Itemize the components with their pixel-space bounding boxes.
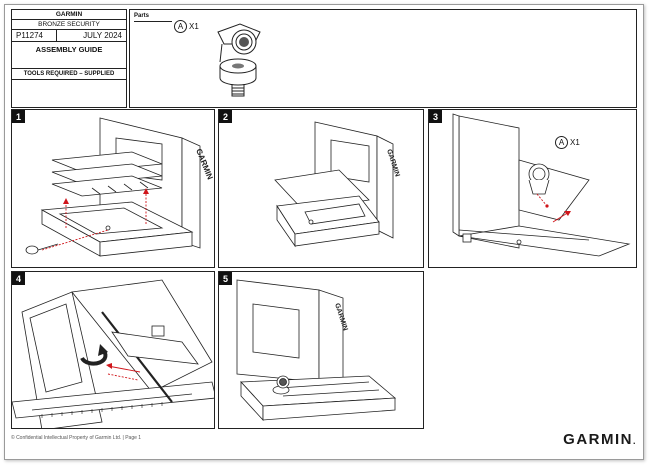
title-block: GARMIN BRONZE SECURITY P11274 JULY 2024 … (11, 9, 127, 69)
step-2-panel: 2 GARMIN (218, 109, 424, 268)
confidential-footer: © Confidential Intellectual Property of … (11, 435, 142, 441)
parts-block: Parts A X1 (129, 9, 637, 108)
logo-text: GARMIN (563, 431, 633, 448)
part-quantity: X1 (570, 138, 580, 147)
garmin-logo: GARMIN. (563, 431, 637, 448)
step-5-illustration: GARMIN (236, 279, 397, 422)
part-letter-badge: A (174, 20, 187, 33)
step-number: 4 (12, 272, 25, 285)
title-ids-row: P11274 JULY 2024 (12, 30, 126, 42)
part-number: P11274 (16, 31, 43, 40)
doc-date: JULY 2024 (83, 31, 122, 40)
step-1-illustration: GARMIN (25, 117, 214, 257)
step-4-panel: 4 (11, 271, 215, 429)
step-1-panel: 1 GARMIN (11, 109, 215, 268)
part-quantity: X1 (189, 22, 199, 31)
security-mount-illustration (217, 23, 261, 97)
step-3-illustration (452, 113, 631, 257)
step-number: 1 (12, 110, 25, 123)
step-number: 2 (219, 110, 232, 123)
assembly-guide-sheet: GARMIN BRONZE SECURITY P11274 JULY 2024 … (4, 4, 644, 460)
step-number: 3 (429, 110, 442, 123)
step-3-part-callout: A X1 (555, 136, 580, 149)
logo-mark: . (632, 436, 637, 446)
step-2-illustration: GARMIN (274, 121, 401, 248)
tools-title: TOOLS REQUIRED – SUPPLIED (12, 69, 126, 80)
step-5-panel: 5 GARMIN (218, 271, 424, 429)
tools-block: TOOLS REQUIRED – SUPPLIED (11, 68, 127, 108)
title-brand: GARMIN (12, 10, 126, 20)
id-separator (56, 30, 57, 41)
step-4-illustration (12, 279, 214, 428)
part-a-label: A X1 (174, 20, 199, 33)
step-3-panel: 3 A X1 (428, 109, 637, 268)
step-number: 5 (219, 272, 232, 285)
title-product: BRONZE SECURITY (12, 20, 126, 30)
parts-title-underline (134, 21, 172, 22)
part-letter-badge: A (555, 136, 568, 149)
doc-type: ASSEMBLY GUIDE (35, 44, 103, 54)
parts-title: Parts (134, 13, 150, 19)
